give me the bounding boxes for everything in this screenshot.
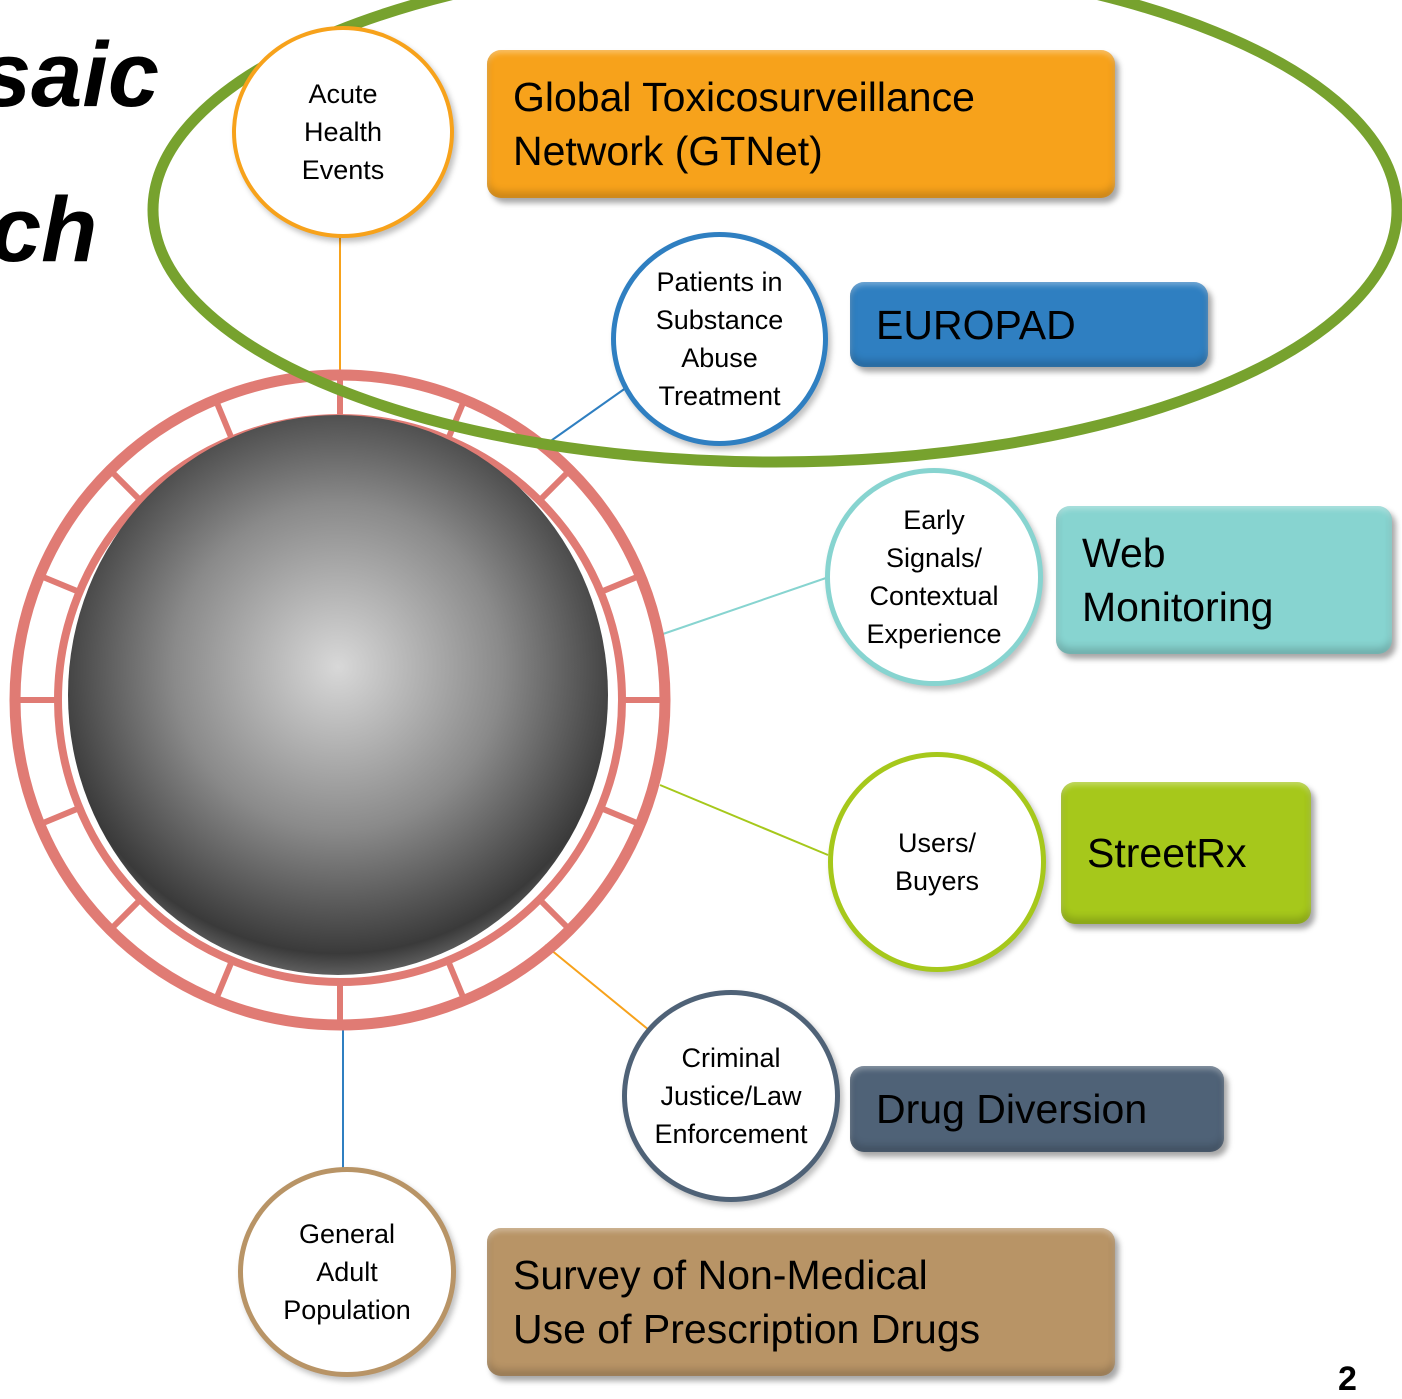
box-web-monitoring: Web Monitoring: [1056, 506, 1392, 654]
ring-tick: [38, 805, 81, 828]
circle-acute-health-events: Acute Health Events: [232, 26, 454, 238]
box-europad: EUROPAD: [850, 282, 1208, 367]
circle-label: General Adult Population: [283, 1219, 411, 1325]
circle-early-signals: Early Signals/ Contextual Experience: [825, 468, 1043, 686]
box-streetrx: StreetRx: [1061, 782, 1311, 924]
box-label: Survey of Non-Medical Use of Prescriptio…: [513, 1252, 981, 1352]
ring-tick: [212, 398, 235, 441]
circle-criminal-justice: Criminal Justice/Law Enforcement: [622, 990, 840, 1202]
circle-label: Users/ Buyers: [894, 828, 980, 896]
ring-tick: [537, 897, 572, 932]
connector-criminal: [544, 944, 656, 1036]
ring-tick: [537, 468, 572, 503]
slide-title-line-1: saic: [0, 24, 160, 126]
box-label: Drug Diversion: [876, 1086, 1148, 1132]
ring-tick: [108, 897, 143, 932]
circle-label: Acute Health Events: [301, 79, 385, 185]
ring-tick: [212, 959, 235, 1002]
box-label: Web Monitoring: [1082, 530, 1274, 630]
gauge-ring: [9, 369, 671, 1031]
slide-title-line-2: ch: [0, 179, 98, 281]
box-drug-diversion: Drug Diversion: [850, 1066, 1224, 1152]
ring-tick: [599, 572, 642, 595]
ring-tick: [599, 805, 642, 828]
ring-tick: [445, 398, 468, 441]
circle-general-adult-population: General Adult Population: [238, 1167, 456, 1377]
box-label: Global Toxicosurveillance Network (GTNet…: [513, 74, 975, 174]
circle-users-buyers: Users/ Buyers: [828, 752, 1046, 972]
circle-patients-substance-abuse: Patients in Substance Abuse Treatment: [611, 232, 828, 446]
circle-label: Patients in Substance Abuse Treatment: [655, 267, 784, 411]
circle-label: Early Signals/ Contextual Experience: [866, 505, 1002, 649]
box-survey-non-medical-use: Survey of Non-Medical Use of Prescriptio…: [487, 1228, 1115, 1376]
ring-tick: [38, 572, 81, 595]
connector-early: [659, 577, 827, 636]
circle-label: Criminal Justice/Law Enforcement: [654, 1043, 808, 1149]
box-label: StreetRx: [1087, 830, 1247, 876]
connector-users: [659, 784, 829, 856]
highlight-ellipse: [147, 0, 1402, 468]
box-label: EUROPAD: [876, 301, 1076, 348]
ring-tick: [108, 468, 143, 503]
box-gtnet: Global Toxicosurveillance Network (GTNet…: [487, 50, 1115, 198]
woman-drinking-photo: [68, 415, 608, 975]
connector-patients: [544, 384, 631, 446]
page-number: 2: [1338, 1360, 1357, 1398]
ring-tick: [445, 959, 468, 1002]
